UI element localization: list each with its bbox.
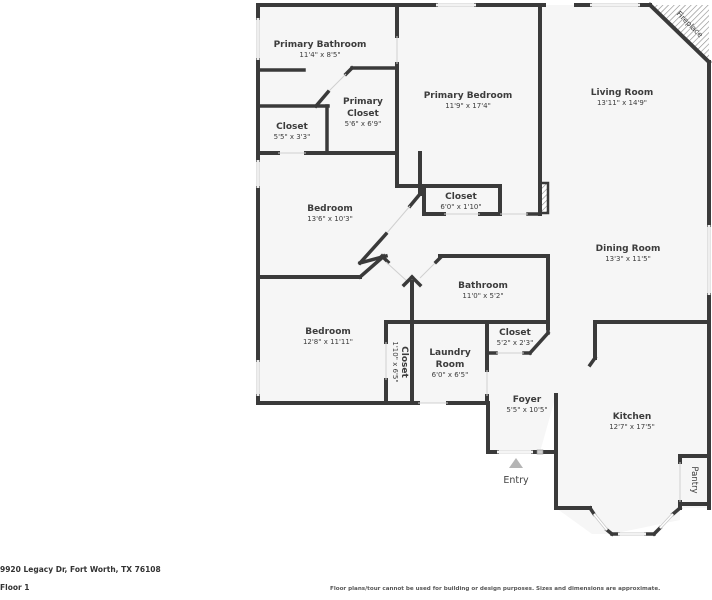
door-openings	[278, 36, 681, 502]
room-dining-room: Dining Room 13'3" x 11'5"	[596, 244, 661, 263]
room-dims: 1'10" x 6'5"	[391, 341, 399, 382]
room-closet-primary-bedroom: Closet 6'0" x 1'10"	[440, 192, 481, 211]
room-name: Primary Bedroom	[424, 91, 513, 101]
room-dims: 13'11" x 14'9"	[597, 99, 647, 107]
room-dims: 6'0" x 6'5"	[432, 371, 469, 379]
room-dims: 5'5" x 10'5"	[506, 406, 547, 414]
room-name: Bedroom	[305, 327, 351, 337]
room-foyer: Foyer 5'5" x 10'5"	[506, 395, 547, 414]
floor-fill	[258, 5, 709, 534]
disclaimer-text: Floor plans/tour cannot be used for buil…	[330, 586, 661, 592]
walls	[256, 3, 711, 537]
room-name: Foyer	[513, 395, 542, 405]
room-dims: 13'6" x 10'3"	[307, 215, 353, 223]
room-name: Closet	[276, 122, 308, 132]
room-dims: 6'0" x 1'10"	[440, 203, 481, 211]
room-living-room: Living Room 13'11" x 14'9"	[591, 88, 653, 107]
room-dims: 5'2" x 2'3"	[497, 339, 534, 347]
room-primary-closet: Primary Closet 5'6" x 6'9"	[343, 97, 383, 128]
room-kitchen: Kitchen 12'7" x 17'5"	[609, 412, 655, 431]
room-name: Primary Bathroom	[274, 40, 367, 50]
room-primary-bathroom: Primary Bathroom 11'4" x 8'5"	[274, 40, 367, 59]
room-dims: 11'4" x 8'5"	[299, 51, 340, 59]
room-name: Living Room	[591, 88, 653, 98]
room-primary-bedroom: Primary Bedroom 11'9" x 17'4"	[424, 91, 513, 110]
room-bedroom-1: Bedroom 13'6" x 10'3"	[307, 204, 353, 223]
room-closet-bedroom-2: Closet 1'10" x 6'5"	[391, 341, 409, 382]
room-name: Closet	[445, 192, 477, 202]
room-dims: 12'7" x 17'5"	[609, 423, 655, 431]
room-dims: 11'0" x 5'2"	[462, 292, 503, 300]
room-closet-foyer: Closet 5'2" x 2'3"	[497, 328, 534, 347]
entry-marker: Entry	[503, 458, 529, 486]
room-laundry: Laundry Room 6'0" x 6'5"	[429, 348, 471, 379]
room-name: Dining Room	[596, 244, 661, 254]
property-address: 9920 Legacy Dr, Fort Worth, TX 76108	[0, 565, 161, 574]
room-closet-small: Closet 5'5" x 3'3"	[274, 122, 311, 141]
floor-label: Floor 1	[0, 583, 30, 592]
room-name: Closet	[399, 346, 409, 378]
room-dims: 5'6" x 6'9"	[345, 120, 382, 128]
room-name: Bedroom	[307, 204, 353, 214]
room-dims: 12'8" x 11'11"	[303, 338, 353, 346]
room-dims: 5'5" x 3'3"	[274, 133, 311, 141]
entry-arrow-icon	[509, 458, 523, 468]
room-pantry: Pantry	[689, 466, 699, 493]
room-name: Bathroom	[458, 281, 508, 291]
room-name: Pantry	[689, 466, 699, 493]
room-bedroom-2: Bedroom 12'8" x 11'11"	[303, 327, 353, 346]
room-name-line2: Closet	[347, 109, 379, 119]
room-name-line1: Primary	[343, 97, 383, 107]
room-dims: 13'3" x 11'5"	[605, 255, 651, 263]
room-name: Kitchen	[613, 412, 652, 422]
entry-label: Entry	[503, 475, 529, 486]
room-name-line1: Laundry	[429, 348, 471, 358]
windows	[256, 3, 711, 536]
room-bathroom: Bathroom 11'0" x 5'2"	[458, 281, 508, 300]
room-name: Closet	[499, 328, 531, 338]
room-name-line2: Room	[436, 360, 465, 370]
room-dims: 11'9" x 17'4"	[445, 102, 491, 110]
fireplace: Fireplace	[647, 2, 712, 65]
